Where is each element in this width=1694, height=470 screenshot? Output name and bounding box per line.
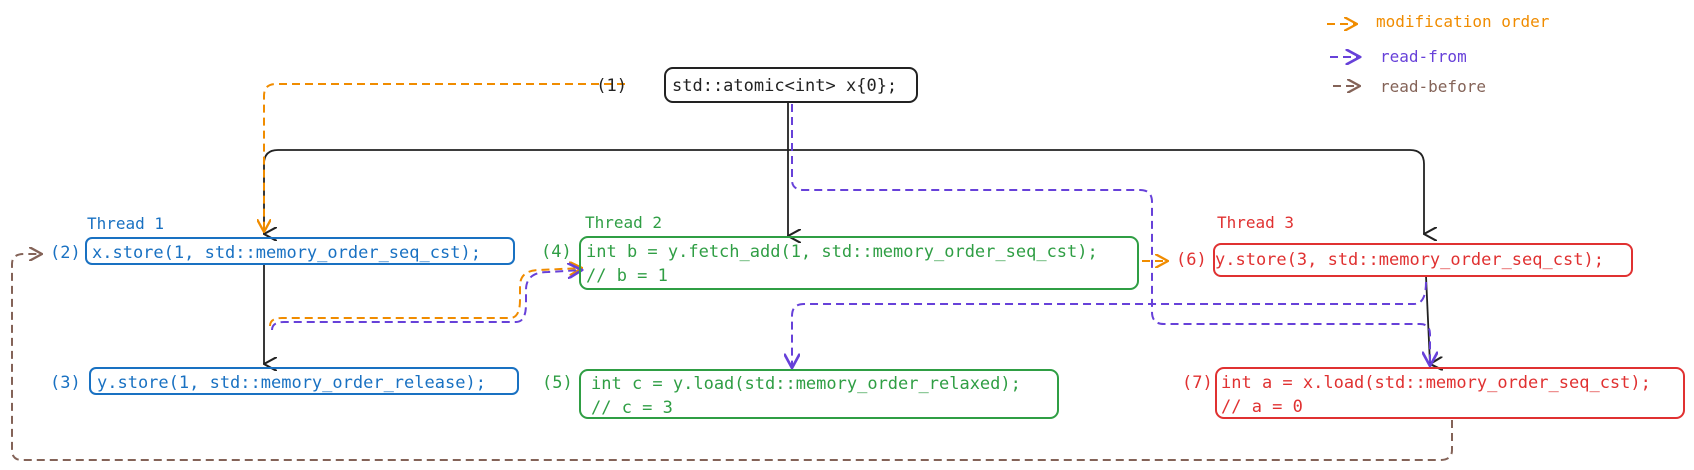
rf-arrow-init-to-op7 bbox=[791, 104, 1430, 366]
modification-order-arrows bbox=[264, 83, 1168, 327]
mo-arrow-op3-to-op4 bbox=[269, 268, 582, 327]
thread3-title: Thread 3 bbox=[1217, 213, 1294, 232]
node-init: (1) std::atomic<int> x{0}; bbox=[596, 67, 918, 103]
mo-arrow-init-to-op2 bbox=[264, 83, 625, 232]
legend-modification-order-label: modification order bbox=[1376, 12, 1550, 31]
op3-label: (3) bbox=[50, 373, 81, 393]
read-before-arrows bbox=[11, 254, 1453, 461]
op3-code: y.store(1, std::memory_order_release); bbox=[97, 373, 486, 393]
thread2-title: Thread 2 bbox=[585, 213, 662, 232]
thread1-group: Thread 1 (2) x.store(1, std::memory_orde… bbox=[50, 214, 519, 395]
op7-label: (7) bbox=[1182, 373, 1213, 393]
rf-arrow-op6-to-op5 bbox=[792, 281, 1427, 368]
op6-code: y.store(3, std::memory_order_seq_cst); bbox=[1215, 250, 1604, 270]
op3-box bbox=[89, 367, 519, 395]
thread3-group: Thread 3 (6) y.store(3, std::memory_orde… bbox=[1176, 213, 1685, 419]
arrow-init-to-op6 bbox=[788, 149, 1424, 234]
rf-arrow-op3-to-op4 bbox=[271, 270, 582, 331]
init-code: std::atomic<int> x{0}; bbox=[672, 76, 897, 96]
op7-line2: // a = 0 bbox=[1221, 397, 1303, 417]
op4-label: (4) bbox=[541, 242, 572, 262]
op2-box bbox=[85, 237, 515, 265]
op5-line2: // c = 3 bbox=[591, 398, 673, 418]
op4-line2: // b = 1 bbox=[586, 266, 668, 286]
op5-box bbox=[579, 369, 1059, 419]
op5-label: (5) bbox=[542, 373, 573, 393]
op4-box bbox=[579, 236, 1139, 290]
op7-box bbox=[1215, 367, 1685, 419]
op5-line1: int c = y.load(std::memory_order_relaxed… bbox=[591, 374, 1021, 394]
legend: modification order read-from read-before bbox=[1327, 12, 1550, 96]
arrow-init-to-op2 bbox=[264, 149, 788, 234]
op2-code: x.store(1, std::memory_order_seq_cst); bbox=[92, 243, 481, 263]
legend-read-from-label: read-from bbox=[1380, 47, 1467, 66]
op2-label: (2) bbox=[50, 243, 81, 263]
op6-box bbox=[1213, 243, 1633, 277]
read-from-arrows bbox=[271, 104, 1430, 368]
op6-label: (6) bbox=[1176, 250, 1207, 270]
thread1-title: Thread 1 bbox=[87, 214, 164, 233]
thread2-group: Thread 2 (4) int b = y.fetch_add(1, std:… bbox=[541, 213, 1139, 419]
op4-line1: int b = y.fetch_add(1, std::memory_order… bbox=[586, 242, 1098, 262]
init-label: (1) bbox=[596, 76, 627, 96]
legend-read-before-label: read-before bbox=[1380, 77, 1486, 96]
op7-line1: int a = x.load(std::memory_order_seq_cst… bbox=[1221, 373, 1651, 393]
init-box bbox=[664, 67, 918, 103]
rb-arrow-op7-to-op2 bbox=[11, 254, 1453, 461]
